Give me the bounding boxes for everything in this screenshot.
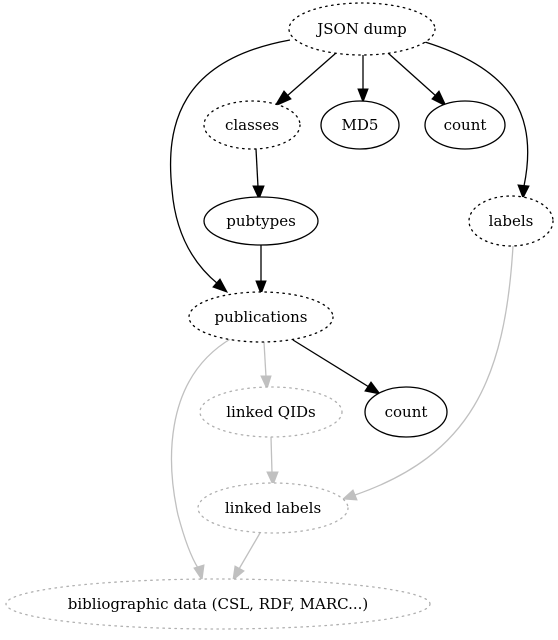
edge-json-to-publications (169, 39, 291, 285)
edge-json-to-publications-arrow (212, 278, 229, 293)
edge-json-to-md5-arrow (357, 88, 369, 104)
edge-classes-to-pubtypes (255, 148, 259, 188)
edge-json-to-classes-arrow (273, 90, 292, 108)
edge-pubtypes-to-publications-arrow (255, 280, 267, 296)
edge-json-to-classes (286, 52, 337, 97)
edge-linked-labels-to-bibliographic-arrow (232, 565, 245, 582)
node-count-publications: count (364, 386, 448, 438)
node-publications: publications (188, 291, 334, 343)
node-pubtypes-label: pubtypes (226, 212, 296, 230)
edge-linked-qids-to-linked-labels-arrow (266, 471, 279, 487)
node-count-publications-label: count (385, 403, 428, 421)
node-linked-labels-label: linked labels (225, 499, 321, 517)
node-json-dump-label: JSON dump (315, 20, 407, 38)
node-count-top: count (424, 100, 506, 150)
edge-classes-to-pubtypes-arrow (252, 185, 265, 201)
node-count-top-label: count (444, 116, 487, 134)
node-bibliographic-data: bibliographic data (CSL, RDF, MARC...) (5, 578, 431, 630)
edge-publications-to-linked-qids-arrow (260, 375, 272, 391)
edge-publications-to-linked-qids (263, 341, 267, 378)
node-md5-label: MD5 (342, 116, 379, 134)
node-md5: MD5 (320, 100, 400, 150)
edge-publications-to-bibliographic-arrow (193, 564, 205, 582)
node-json-dump: JSON dump (288, 2, 436, 56)
node-publications-label: publications (214, 308, 307, 326)
edge-json-to-labels-arrow (517, 184, 530, 200)
edge-publications-to-count-arrow (364, 381, 382, 395)
edge-labels-to-linked-labels-arrow (341, 489, 358, 501)
node-labels: labels (468, 195, 554, 247)
node-pubtypes: pubtypes (203, 196, 319, 246)
node-classes: classes (203, 100, 301, 150)
node-linked-labels: linked labels (197, 482, 349, 534)
edge-labels-to-linked-labels (354, 245, 514, 496)
node-linked-qids: linked QIDs (199, 386, 343, 438)
edge-json-to-labels (424, 41, 529, 187)
node-linked-qids-label: linked QIDs (226, 403, 316, 421)
node-classes-label: classes (225, 116, 279, 134)
edge-publications-to-bibliographic (170, 337, 233, 569)
edge-json-to-count (387, 52, 437, 97)
edge-linked-qids-to-linked-labels (270, 436, 273, 474)
node-bibliographic-data-label: bibliographic data (CSL, RDF, MARC...) (68, 595, 368, 613)
edge-publications-to-count (292, 339, 370, 388)
edge-linked-labels-to-bibliographic (238, 532, 261, 570)
node-labels-label: labels (489, 212, 534, 230)
edge-json-to-count-arrow (431, 90, 448, 108)
